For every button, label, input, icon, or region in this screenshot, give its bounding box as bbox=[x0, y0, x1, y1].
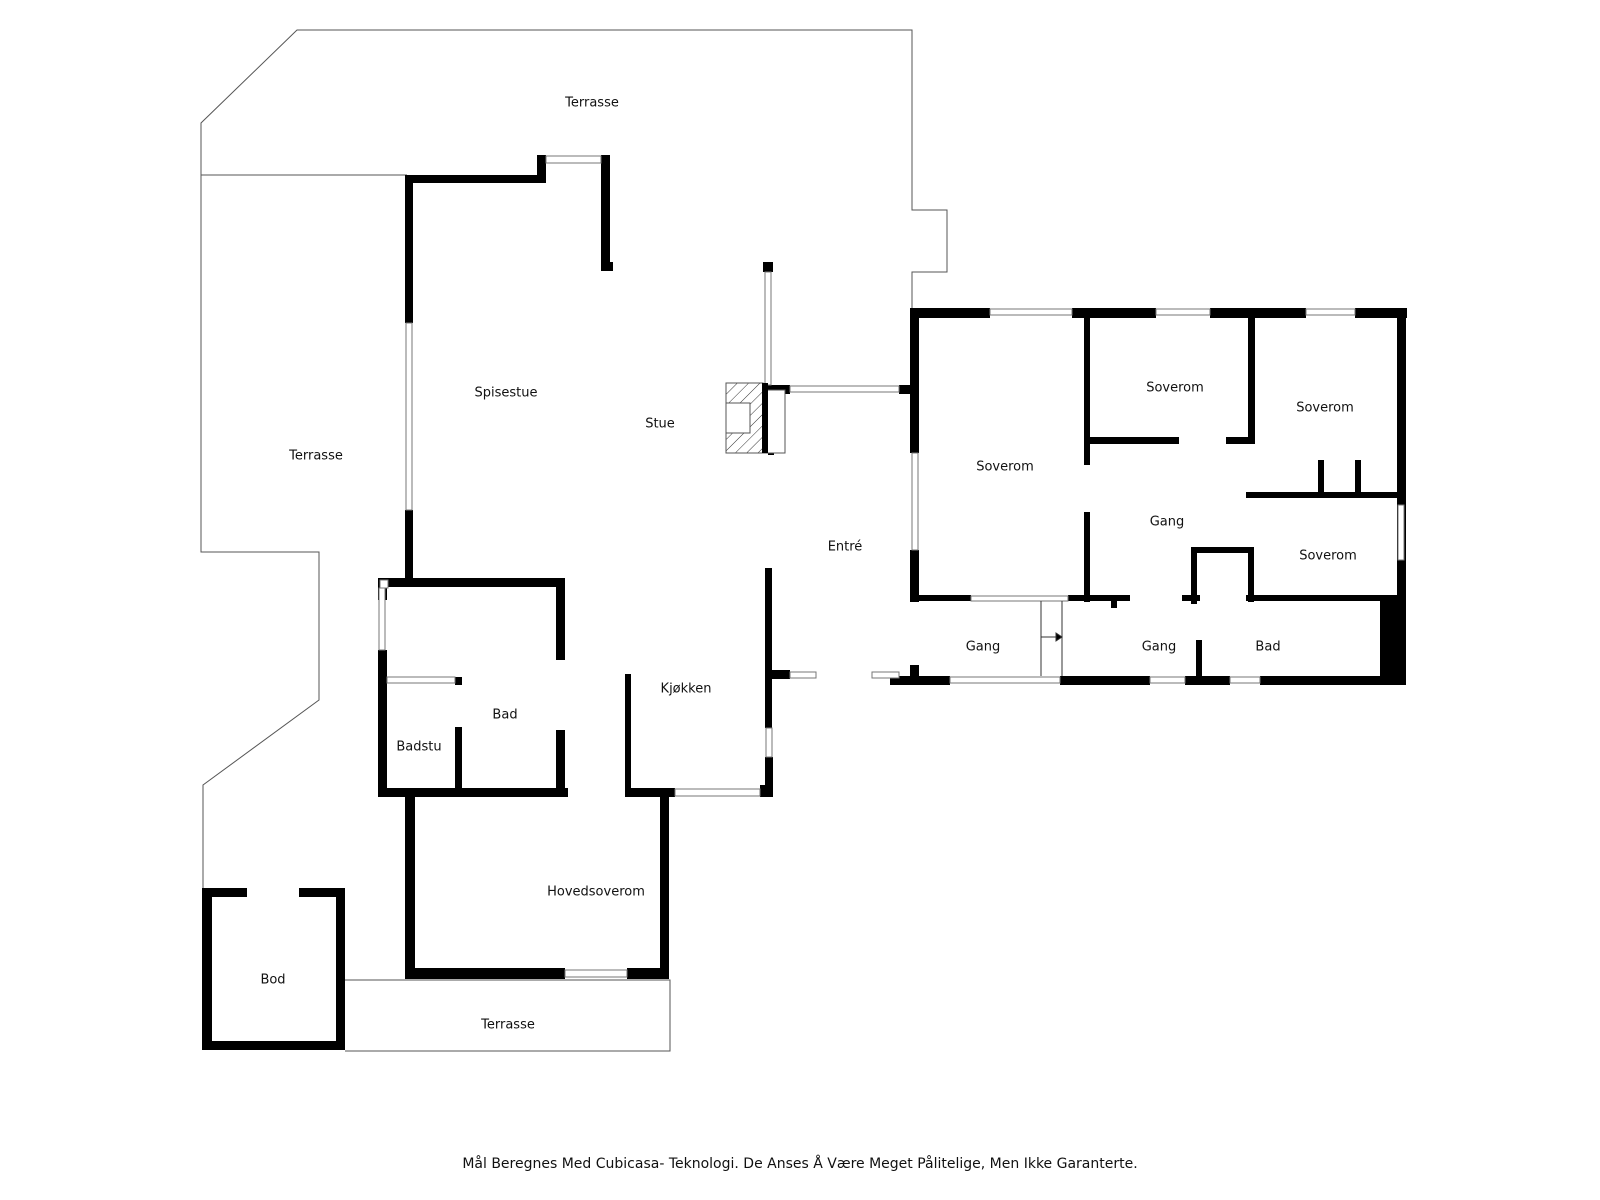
terrace-outlines bbox=[200, 29, 948, 1052]
terrasse-left-outline bbox=[200, 175, 320, 893]
room-label-soverom-4: Soverom bbox=[1299, 548, 1357, 564]
terrasse-bottom-outline bbox=[345, 979, 671, 1052]
room-label-terrasse-top: Terrasse bbox=[565, 95, 619, 111]
fireplace-icon bbox=[725, 382, 786, 454]
room-label-stue: Stue bbox=[645, 416, 675, 432]
room-label-soverom-1: Soverom bbox=[976, 459, 1034, 475]
disclaimer-text: Mål Beregnes Med Cubicasa- Teknologi. De… bbox=[462, 1156, 1138, 1172]
room-label-entre: Entré bbox=[827, 539, 863, 555]
room-label-bad-1: Bad bbox=[1255, 639, 1281, 655]
room-label-kjokken: Kjøkken bbox=[660, 681, 712, 697]
windows bbox=[378, 155, 1405, 978]
room-label-spisestue: Spisestue bbox=[474, 385, 538, 401]
room-label-hovedsoverom: Hovedsoverom bbox=[547, 884, 645, 900]
room-label-terrasse-left: Terrasse bbox=[289, 448, 343, 464]
room-label-badstu: Badstu bbox=[396, 739, 442, 755]
terrasse-top-outline bbox=[200, 29, 948, 310]
room-label-soverom-3: Soverom bbox=[1296, 400, 1354, 416]
room-label-bod: Bod bbox=[260, 972, 286, 988]
room-label-terrasse-bottom: Terrasse bbox=[481, 1017, 535, 1033]
room-label-gang-3: Gang bbox=[1141, 639, 1177, 655]
room-label-soverom-2: Soverom bbox=[1146, 380, 1204, 396]
room-label-gang-2: Gang bbox=[965, 639, 1001, 655]
stair-arrow-icon bbox=[1040, 601, 1063, 676]
walls bbox=[202, 155, 1407, 1050]
room-label-gang-1: Gang bbox=[1149, 514, 1185, 530]
room-label-bad-2: Bad bbox=[492, 707, 518, 723]
